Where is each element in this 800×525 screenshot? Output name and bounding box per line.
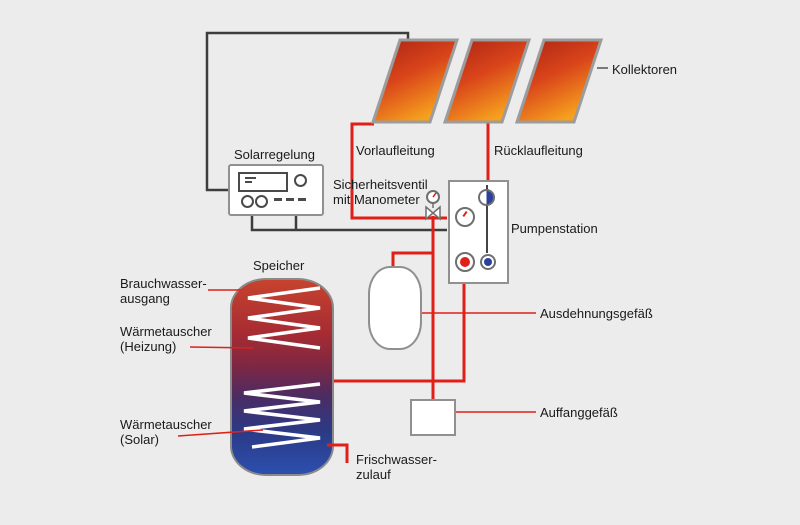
expansion-vessel-pipe [391, 251, 433, 268]
flow-dot-icon [484, 258, 492, 266]
controller-knob-icon [241, 195, 254, 208]
label-text: ausgang [120, 291, 170, 306]
controller-button-icon [274, 198, 282, 201]
controller-button-icon [286, 198, 294, 201]
ausdehnungsgefaess-label: Ausdehnungsgefäß [540, 306, 653, 321]
flowmeter-icon [480, 254, 496, 270]
solar-collectors-icon [370, 38, 604, 124]
sicherheitsventil-label: Sicherheitsventil mit Manometer [333, 177, 428, 207]
waermetauscher-heizung-label: Wärmetauscher (Heizung) [120, 324, 212, 354]
pump-internal-pipe [486, 185, 488, 253]
display-segment [245, 181, 252, 183]
kollektoren-label: Kollektoren [612, 62, 678, 77]
label-pointer-lines-right [420, 312, 536, 413]
heating-coil-pointer-line [189, 346, 255, 349]
label-text: Frischwasser- [356, 452, 437, 467]
controller-button-icon [298, 198, 306, 201]
pressure-gauge-icon [455, 207, 475, 227]
collector-panel [442, 38, 532, 124]
fresh-water-pipe [327, 443, 349, 463]
label-text: mit Manometer [333, 192, 420, 207]
speicher-label: Speicher [253, 258, 305, 273]
frischwasserzulauf-label: Frischwasser- zulauf [356, 452, 437, 482]
pump-icon [455, 252, 475, 272]
solar-coil-icon [243, 382, 321, 449]
label-text: Wärmetauscher [120, 324, 212, 339]
pump-station [448, 180, 509, 284]
waermetauscher-solar-label: Wärmetauscher (Solar) [120, 417, 212, 447]
solarregelung-label: Solarregelung [234, 147, 315, 162]
label-text: Sicherheitsventil [333, 177, 428, 192]
solar-coil-pointer-line [177, 429, 264, 437]
valve-icon [478, 189, 495, 206]
auffanggefaess-label: Auffanggefäß [540, 405, 618, 420]
solar-controller [228, 164, 324, 216]
ruecklaufleitung-label: Rücklaufleitung [494, 143, 583, 158]
collector-panel [514, 38, 604, 124]
tank-feed-pipe [329, 281, 466, 383]
heating-coil-icon [247, 286, 321, 350]
solar-circuit-pipes [329, 122, 490, 400]
pumpenstation-label: Pumpenstation [511, 221, 598, 236]
label-text: (Heizung) [120, 339, 177, 354]
label-text: Brauchwasser- [120, 276, 207, 291]
label-text: Wärmetauscher [120, 417, 212, 432]
safety-valve-icon [425, 190, 441, 221]
expansion-vessel [368, 266, 422, 350]
sensor-wire [205, 31, 410, 192]
pump-dot-icon [460, 257, 470, 267]
label-pointer-lines-left [177, 67, 608, 437]
display-segment [245, 177, 256, 179]
vorlaufleitung-label: Vorlaufleitung [356, 143, 435, 158]
controller-knob-icon [255, 195, 268, 208]
label-text: (Solar) [120, 432, 160, 447]
controller-display [238, 172, 288, 192]
brauchwasserausgang-label: Brauchwasser- ausgang [120, 276, 207, 306]
controller-knob-icon [294, 174, 307, 187]
collector-panel [370, 38, 460, 124]
catch-vessel [410, 399, 456, 436]
label-text: zulauf [356, 467, 391, 482]
flow-pipe [350, 122, 447, 220]
